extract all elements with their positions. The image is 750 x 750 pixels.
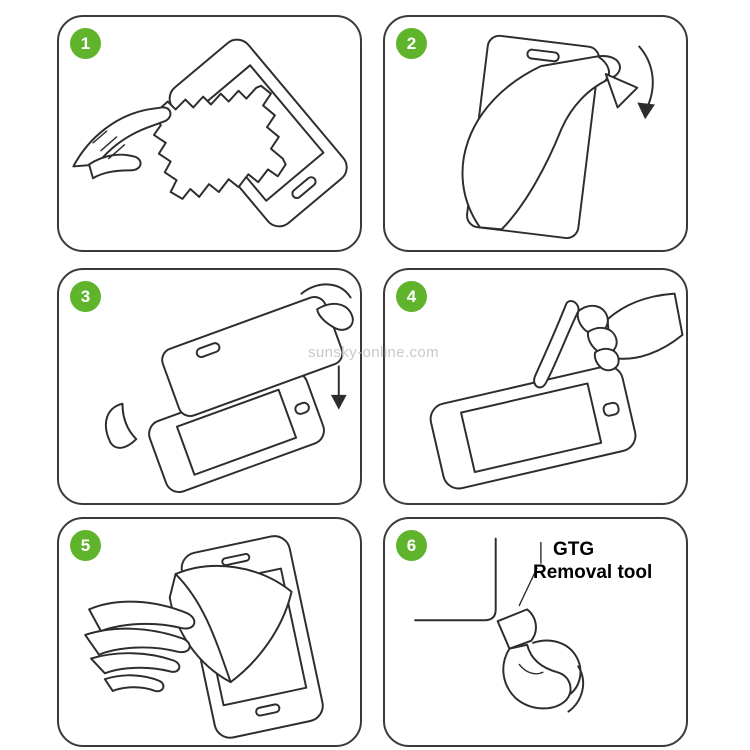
step-panel-6: 6 GTG Removal tool bbox=[383, 517, 688, 747]
step-number-badge: 1 bbox=[70, 28, 101, 59]
down-arrow-head bbox=[330, 394, 347, 410]
step-number: 6 bbox=[406, 535, 417, 555]
peel-film-illustration bbox=[461, 34, 655, 240]
leader-line bbox=[518, 567, 538, 607]
step-number: 2 bbox=[406, 33, 417, 53]
removal-tool-illustration bbox=[414, 537, 585, 713]
phone-outline bbox=[429, 365, 637, 490]
step-panel-5: 5 bbox=[57, 517, 362, 747]
hand-index-finger bbox=[72, 106, 172, 168]
left-thumb bbox=[104, 402, 138, 449]
curled-finger-3 bbox=[593, 347, 620, 372]
index-finger bbox=[532, 639, 582, 695]
screen-corner-edge bbox=[414, 537, 497, 622]
step-panel-3: 3 bbox=[57, 268, 362, 505]
step-number-badge: 4 bbox=[396, 281, 427, 312]
gtg-removal-tool-label: GTG Removal tool bbox=[533, 539, 652, 585]
align-protector-illustration bbox=[104, 283, 354, 494]
step-number: 1 bbox=[80, 33, 91, 53]
step-number: 4 bbox=[406, 286, 417, 306]
step-number-badge: 3 bbox=[70, 281, 101, 312]
smooth-out-illustration bbox=[84, 535, 324, 739]
step-number-badge: 6 bbox=[396, 530, 427, 561]
right-thumb bbox=[316, 302, 354, 331]
step-number: 5 bbox=[80, 535, 91, 555]
gtg-label-line1: GTG bbox=[553, 539, 595, 560]
peeling-film bbox=[461, 55, 621, 231]
cleaning-cloth bbox=[151, 84, 287, 200]
finger-1 bbox=[88, 600, 196, 632]
step-number-badge: 2 bbox=[396, 28, 427, 59]
clean-screen-illustration bbox=[72, 38, 348, 228]
finger-4 bbox=[103, 674, 165, 693]
hand-hatching bbox=[92, 130, 126, 160]
step-number-badge: 5 bbox=[70, 530, 101, 561]
index-finger-pressing bbox=[533, 300, 580, 389]
step-panel-4: 4 bbox=[383, 268, 688, 505]
step-panel-1: 1 bbox=[57, 15, 362, 252]
gtg-label-line2: Removal tool bbox=[533, 561, 653, 583]
arrow-curve bbox=[638, 45, 654, 107]
step-panel-2: 2 bbox=[383, 15, 688, 252]
press-screen-illustration bbox=[429, 292, 684, 490]
right-index-finger bbox=[300, 283, 352, 299]
arrow-head bbox=[637, 102, 655, 120]
finger-3 bbox=[90, 652, 181, 675]
removal-tool-wedge bbox=[496, 608, 537, 650]
cloth-fold-line bbox=[174, 573, 232, 684]
finger-2 bbox=[84, 627, 191, 656]
pull-tab bbox=[604, 73, 639, 109]
thumb bbox=[502, 643, 572, 710]
thumbnail-line bbox=[518, 663, 544, 675]
second-finger bbox=[567, 665, 585, 713]
forearm bbox=[606, 292, 684, 360]
step-number: 3 bbox=[80, 286, 91, 306]
